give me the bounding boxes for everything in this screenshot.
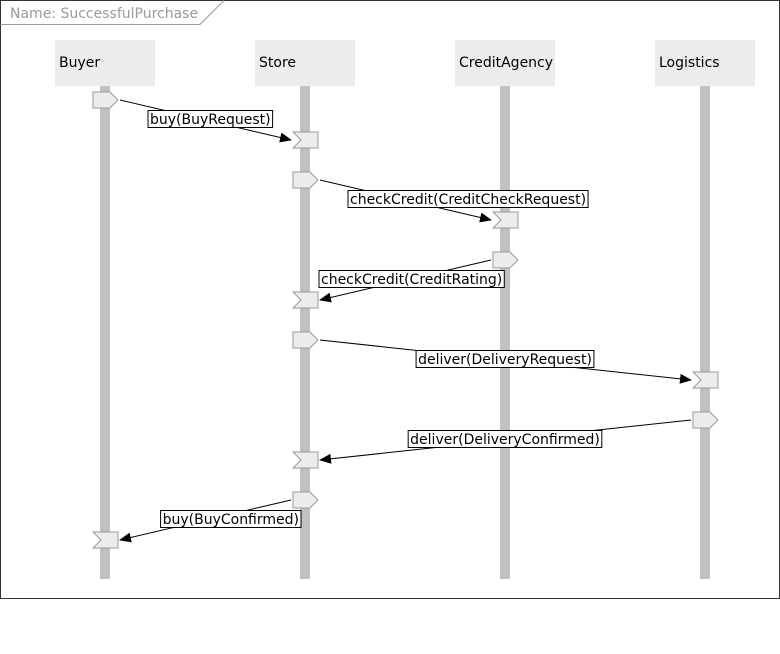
receive-event-shape[interactable] [91,531,119,549]
send-event-shape[interactable] [492,251,519,269]
message-3[interactable]: checkCredit(CreditRating) [291,251,519,309]
message-label-box [415,350,595,368]
send-event-shape[interactable] [292,331,319,349]
message-label: buy(BuyRequest) [150,112,271,128]
lifeline-buyer: Buyer [55,40,155,579]
message-label: checkCredit(CreditCheckRequest) [350,192,586,208]
receive-event-shape[interactable] [291,291,319,309]
message-1[interactable]: buy(BuyRequest) [92,91,319,149]
lifeline-header[interactable] [655,40,755,86]
lifeline-credit: CreditAgency [455,40,555,579]
lifeline-header[interactable] [455,40,555,86]
receive-event-shape[interactable] [291,451,319,469]
message-label-box [347,190,589,208]
message-label: buy(BuyConfirmed) [163,512,299,528]
message-label-box [147,110,274,128]
message-label: checkCredit(CreditRating) [321,272,502,288]
message-label: deliver(DeliveryConfirmed) [410,432,600,448]
send-event-shape[interactable] [292,491,319,509]
lifeline-header[interactable] [255,40,355,86]
lifeline-bar [500,86,510,579]
lifeline-label: Buyer [59,55,100,71]
send-event-shape[interactable] [92,91,119,109]
message-label-box [160,510,302,528]
lifeline-label: Logistics [659,55,720,71]
message-label-box [407,430,603,448]
receive-event-shape[interactable] [691,371,719,389]
message-label-box [318,270,505,288]
lifeline-header[interactable] [55,40,155,86]
receive-event-shape[interactable] [291,131,319,149]
lifeline-logistics: Logistics [655,40,755,579]
lifeline-bar [100,86,110,579]
name-tag-border [0,0,225,25]
diagram-name-tag: Name: SuccessfulPurchase [10,6,198,22]
diagram-frame [0,0,780,599]
lifeline-label: Store [259,55,296,71]
receive-event-shape[interactable] [491,211,519,229]
lifeline-bar [700,86,710,579]
send-event-shape[interactable] [692,411,719,429]
message-4[interactable]: deliver(DeliveryRequest) [292,331,719,389]
lifeline-label: CreditAgency [459,55,553,71]
message-2[interactable]: checkCredit(CreditCheckRequest) [292,171,589,229]
message-5[interactable]: deliver(DeliveryConfirmed) [291,411,719,469]
send-event-shape[interactable] [292,171,319,189]
message-6[interactable]: buy(BuyConfirmed) [91,491,319,549]
message-label: deliver(DeliveryRequest) [418,352,592,368]
